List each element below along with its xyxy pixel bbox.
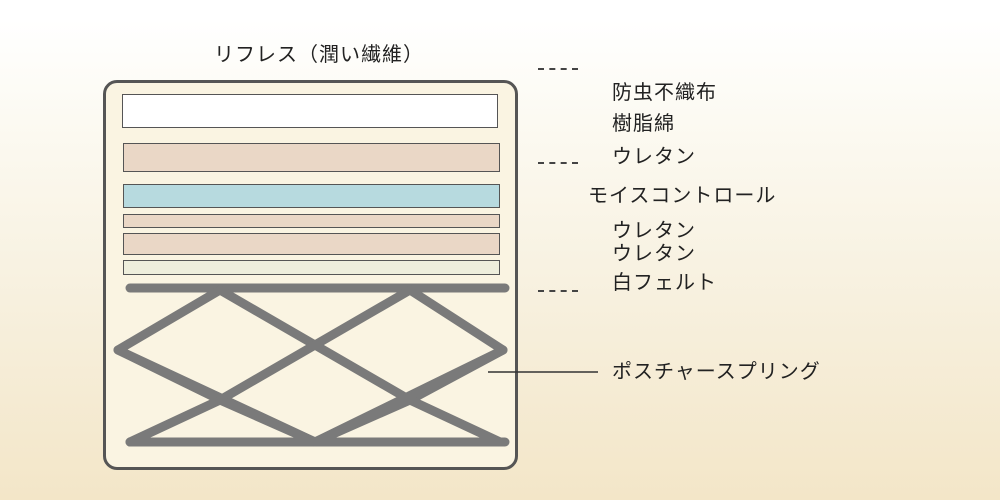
spring-diag-2: [215, 285, 415, 405]
spring-zigzag-left-outer: [113, 285, 225, 447]
label-nonwoven: 防虫不織布: [612, 80, 717, 104]
label-urethane-mid1: ウレタン: [612, 218, 696, 242]
layer-urethane-mid1: [123, 214, 500, 228]
leader-dash-nonwoven: [538, 68, 578, 70]
label-cotton: 樹脂綿: [612, 111, 675, 135]
spring-diag-6: [310, 395, 415, 447]
leader-dash-urethane: [538, 162, 578, 164]
leader-dash-felt: [538, 290, 578, 292]
label-spring: ポスチャースプリング: [612, 359, 821, 383]
layer-nonwoven: [122, 94, 498, 128]
layer-white-felt: [123, 260, 500, 275]
diagram-title: リフレス（潤い繊維）: [214, 42, 424, 66]
label-urethane-top: ウレタン: [612, 144, 696, 168]
spring-diag-5: [215, 395, 320, 447]
layer-urethane-mid2: [123, 233, 500, 255]
spring-zigzag-right-outer: [405, 285, 508, 447]
layer-urethane-top: [123, 143, 500, 172]
label-moist-control: モイスコントロール: [588, 183, 777, 207]
label-urethane-mid2: ウレタン: [612, 241, 696, 265]
layer-moist-control: [123, 184, 500, 208]
label-white-felt: 白フェルト: [612, 270, 717, 294]
